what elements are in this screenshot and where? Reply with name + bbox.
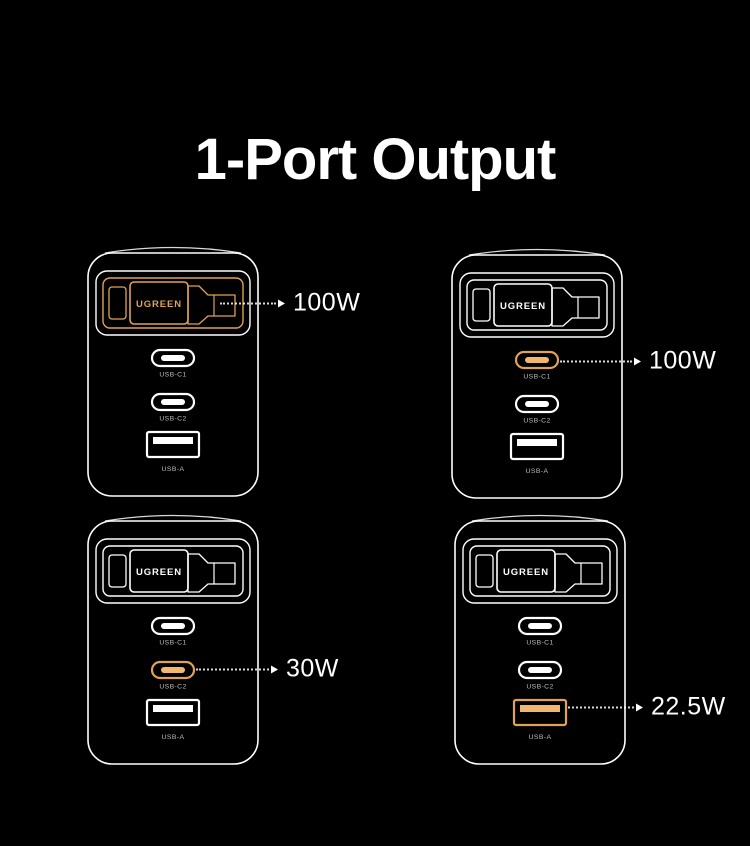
display-frame (462, 538, 618, 604)
usb-a-label: USB-A (526, 468, 549, 475)
brand-wordmark: UGREEN (136, 299, 182, 310)
usb-c1-port (150, 348, 196, 368)
callout-dotted-line (196, 668, 269, 670)
page-title: 1-Port Output (194, 127, 557, 192)
usb-c2-pin (161, 399, 185, 405)
slider-left-block (108, 554, 127, 588)
usb-c1-pin (528, 623, 552, 629)
charger-top-left: UGREEN USB-C1 USB-C2 USB-A (83, 240, 263, 500)
display-inner-frame (469, 545, 611, 597)
top-arc (104, 246, 242, 254)
usb-c1-pin (161, 623, 185, 629)
usb-a-pin (517, 439, 557, 446)
brand-wordmark: UGREEN (136, 567, 182, 578)
callout-usbc2-30w: 30W (196, 655, 339, 684)
usb-c1-label: USB-C1 (159, 372, 186, 379)
charger-body-outline (87, 520, 259, 765)
slider-left-block (472, 288, 491, 322)
usb-a-port (145, 698, 201, 727)
display-inner-frame (466, 279, 608, 331)
callout-usba-22-5w: 22.5W (568, 693, 726, 722)
usb-a-pin (153, 437, 193, 444)
usb-a-pin (153, 705, 193, 712)
usb-a-label: USB-A (529, 734, 552, 741)
callout-dotted-line (220, 302, 276, 304)
usb-c2-label: USB-C2 (526, 684, 553, 691)
usb-c1-label: USB-C1 (526, 640, 553, 647)
callout-dotted-line (568, 706, 634, 708)
usb-c1-pin (525, 357, 549, 363)
top-arc (104, 514, 242, 522)
usb-a-port (509, 432, 565, 461)
arrow-right-icon (636, 703, 643, 711)
brand-wordmark: UGREEN (500, 301, 546, 312)
charger-body-outline (87, 252, 259, 497)
usb-c1-port (514, 350, 560, 370)
charger-body-outline (451, 254, 623, 499)
slider-left-block (108, 286, 127, 320)
slider-track (554, 553, 603, 593)
arrow-right-icon (278, 299, 285, 307)
wattage-label: 22.5W (651, 692, 726, 721)
usb-c2-label: USB-C2 (523, 418, 550, 425)
usb-a-port (512, 698, 568, 727)
slider-track (187, 285, 236, 325)
usb-c2-label: USB-C2 (159, 684, 186, 691)
usb-c1-port (517, 616, 563, 636)
charger-body-outline (454, 520, 626, 765)
charger-graphic: UGREEN USB-C1 USB-C2 USB-A (87, 514, 259, 765)
callout-display-100w: 100W (220, 289, 360, 318)
usb-c2-port (514, 394, 560, 414)
charger-graphic: UGREEN USB-C1 USB-C2 USB-A (451, 248, 623, 499)
display-frame (459, 272, 615, 338)
arrow-right-icon (634, 357, 641, 365)
usb-a-pin (520, 705, 560, 712)
usb-c2-pin (528, 667, 552, 673)
usb-c2-port (150, 392, 196, 412)
charger-graphic: UGREEN USB-C1 USB-C2 USB-A (454, 514, 626, 765)
usb-c2-port (517, 660, 563, 680)
display-frame (95, 538, 251, 604)
top-arc (468, 248, 606, 256)
charger-bottom-right: UGREEN USB-C1 USB-C2 USB-A (450, 508, 630, 768)
callout-dotted-line (560, 360, 632, 362)
wattage-label: 100W (293, 288, 361, 317)
charger-top-right: UGREEN USB-C1 USB-C2 USB-A (447, 242, 627, 502)
usb-c2-port (150, 660, 196, 680)
usb-c2-pin (525, 401, 549, 407)
usb-c2-label: USB-C2 (159, 416, 186, 423)
display-inner-frame (102, 545, 244, 597)
wattage-label: 100W (649, 346, 717, 375)
usb-c1-label: USB-C1 (159, 640, 186, 647)
charger-bottom-left: UGREEN USB-C1 USB-C2 USB-A (83, 508, 263, 768)
slider-track (187, 553, 236, 593)
slider-left-block (475, 554, 494, 588)
top-arc (471, 514, 609, 522)
wattage-label: 30W (286, 654, 339, 683)
callout-usbc1-100w: 100W (560, 347, 716, 376)
usb-a-label: USB-A (162, 466, 185, 473)
usb-c2-pin (161, 667, 185, 673)
usb-c1-port (150, 616, 196, 636)
usb-c1-pin (161, 355, 185, 361)
usb-a-port (145, 430, 201, 459)
slider-track (551, 287, 600, 327)
charger-graphic: UGREEN USB-C1 USB-C2 USB-A (87, 246, 259, 497)
brand-wordmark: UGREEN (503, 567, 549, 578)
usb-c1-label: USB-C1 (523, 374, 550, 381)
usb-a-label: USB-A (162, 734, 185, 741)
arrow-right-icon (271, 665, 278, 673)
